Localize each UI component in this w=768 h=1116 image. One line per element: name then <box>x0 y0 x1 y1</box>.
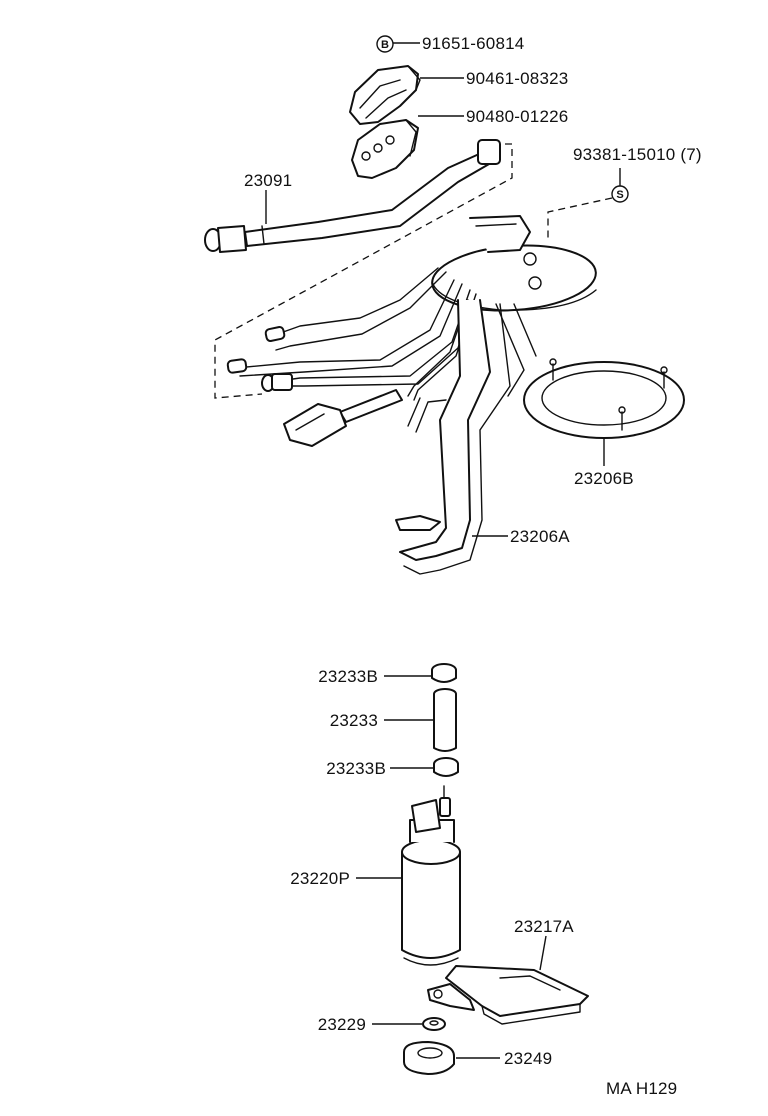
label-23249: 23249 <box>504 1049 552 1068</box>
fuel-hose-part <box>204 139 501 253</box>
label-91651-60814: 91651-60814 <box>422 34 524 53</box>
wiring-connector <box>283 389 403 447</box>
label-23206B: 23206B <box>574 469 634 488</box>
pump-bracket-part <box>395 299 537 575</box>
symbol-s-circle: S <box>611 185 629 203</box>
hose-clamp-bottom-part <box>433 757 459 777</box>
pump-cushion-part <box>403 1041 455 1075</box>
label-90461-08323: 90461-08323 <box>466 69 568 88</box>
connector-cover-part <box>349 65 421 125</box>
gasket-ring-part <box>523 358 685 439</box>
symbol-b-text: B <box>381 39 389 51</box>
symbol-b-circle: B <box>376 35 394 53</box>
label-23233: 23233 <box>330 711 378 730</box>
label-23220P: 23220P <box>290 869 350 888</box>
pump-hose-part <box>433 688 457 752</box>
label-23217A: 23217A <box>514 917 574 936</box>
symbol-s-text: S <box>616 189 623 201</box>
screw-indicator-dash <box>547 197 613 242</box>
label-23233B-top: 23233B <box>318 667 378 686</box>
label-23091: 23091 <box>244 171 292 190</box>
group-bracket <box>214 143 513 399</box>
label-93381-15010: 93381-15010 (7) <box>573 145 702 164</box>
fuel-filter-part <box>427 965 589 1025</box>
label-23233B-bottom: 23233B <box>326 759 386 778</box>
fuel-pump-part <box>401 785 461 966</box>
washer-part <box>422 1017 446 1031</box>
label-23229: 23229 <box>318 1015 366 1034</box>
diagram-code: MA H129 <box>606 1079 677 1098</box>
connector-housing-part <box>351 119 419 179</box>
leader-23217A <box>539 935 547 971</box>
sender-top-plate <box>431 215 597 312</box>
label-23206A: 23206A <box>510 527 570 546</box>
hose-clamp-top-part <box>431 663 457 683</box>
label-90480-01226: 90480-01226 <box>466 107 568 126</box>
